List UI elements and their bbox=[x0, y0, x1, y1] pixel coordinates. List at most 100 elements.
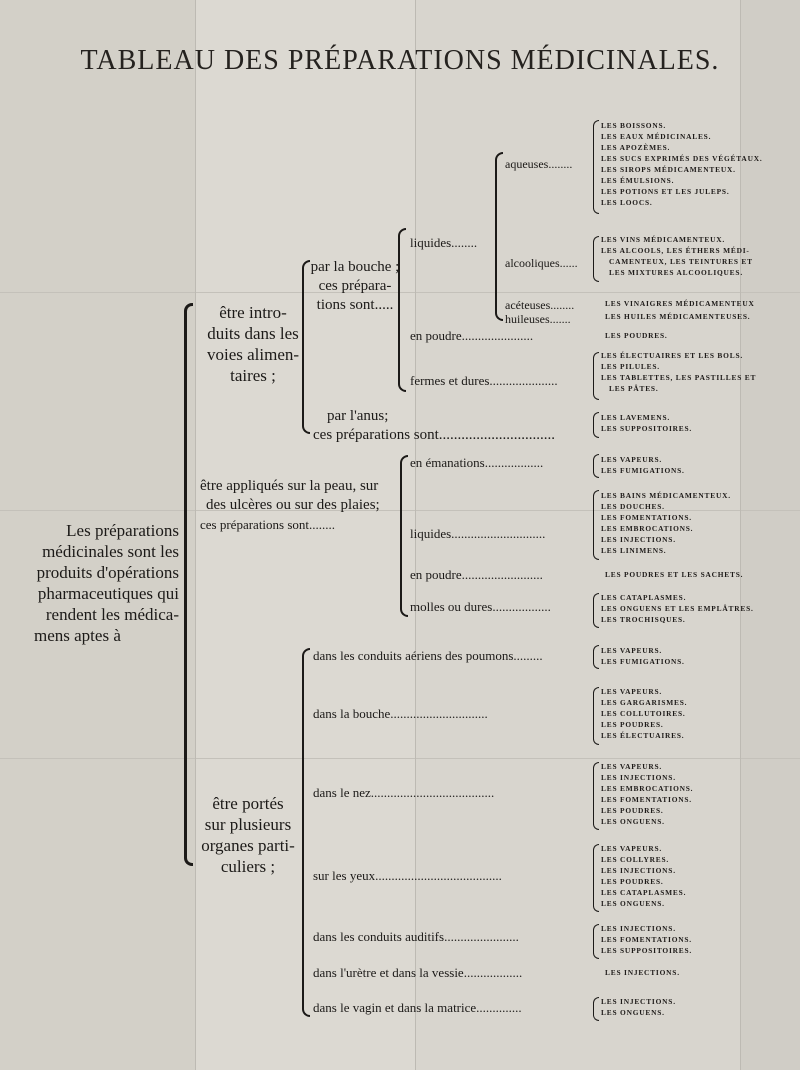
list-item: LES EMBROCATIONS. bbox=[601, 784, 694, 793]
bouche-brace bbox=[398, 228, 406, 392]
text-line: être appliqués sur la peau, sur bbox=[200, 478, 379, 494]
text-line: être portés bbox=[212, 794, 284, 813]
list-item: LES SUPPOSITOIRES. bbox=[601, 424, 693, 433]
b3-bouche-brace bbox=[593, 687, 599, 745]
list-item: LES FOMENTATIONS. bbox=[601, 513, 692, 522]
list-item: LES ÉMULSIONS. bbox=[601, 176, 675, 185]
list-item: LES COLLYRES. bbox=[601, 855, 670, 864]
list-item: LES TABLETTES, LES PASTILLES ET bbox=[601, 373, 757, 382]
list-item: LES POTIONS ET LES JULEPS. bbox=[601, 187, 730, 196]
yeux-label: sur les yeux............................… bbox=[313, 868, 502, 883]
fermes-brace bbox=[593, 352, 599, 400]
emanations-list: LES VAPEURS. LES FUMIGATIONS. bbox=[601, 454, 685, 476]
poumons-brace bbox=[593, 645, 599, 669]
list-item: LES INJECTIONS. bbox=[601, 773, 676, 782]
emanations-brace bbox=[593, 454, 599, 478]
list-item: CAMENTEUX, LES TEINTURES ET bbox=[609, 257, 753, 266]
text-line: culiers ; bbox=[220, 857, 276, 876]
uretre-item: LES INJECTIONS. bbox=[605, 968, 680, 977]
anus-label: par l'anus; ces préparations sont.......… bbox=[313, 407, 555, 445]
text-line: ces préparations sont........ bbox=[200, 517, 336, 532]
fermes-label: fermes et dures..................... bbox=[410, 373, 558, 388]
list-item: LES ONGUENS ET LES EMPLÂTRES. bbox=[601, 604, 754, 613]
liquides-label: liquides........ bbox=[410, 235, 478, 250]
list-item: LES VAPEURS. bbox=[601, 762, 663, 771]
text-line: ces préparations sont...................… bbox=[313, 427, 556, 443]
molles-list: LES CATAPLASMES. LES ONGUENS ET LES EMPL… bbox=[601, 592, 754, 625]
b3-bouche-list: LES VAPEURS. LES GARGARISMES. LES COLLUT… bbox=[601, 686, 687, 741]
fold-line bbox=[0, 292, 800, 293]
text-line: voies alimen- bbox=[206, 345, 300, 364]
list-item: LES VINS MÉDICAMENTEUX. bbox=[601, 235, 726, 244]
molles-brace bbox=[593, 593, 599, 628]
huileuses-item: LES HUILES MÉDICAMENTEUSES. bbox=[605, 312, 751, 321]
branch2-poudre-item: LES POUDRES ET LES SACHETS. bbox=[605, 570, 744, 579]
nez-brace bbox=[593, 762, 599, 830]
text-line: des ulcères ou sur des plaies; bbox=[206, 497, 380, 513]
uretre-label: dans l'urètre et dans la vessie.........… bbox=[313, 965, 523, 980]
list-item: LES VAPEURS. bbox=[601, 687, 663, 696]
fermes-list: LES ÉLECTUAIRES ET LES BOLS. LES PILULES… bbox=[601, 350, 756, 394]
branch2-brace bbox=[400, 455, 408, 617]
nez-list: LES VAPEURS. LES INJECTIONS. LES EMBROCA… bbox=[601, 761, 693, 827]
paper-panel-middle bbox=[195, 0, 415, 1070]
yeux-list: LES VAPEURS. LES COLLYRES. LES INJECTION… bbox=[601, 843, 686, 909]
vagin-list: LES INJECTIONS. LES ONGUENS. bbox=[601, 996, 676, 1018]
list-item: LES EMBROCATIONS. bbox=[601, 524, 694, 533]
vagin-label: dans le vagin et dans la matrice........… bbox=[313, 1000, 522, 1015]
text-line: tions sont..... bbox=[316, 297, 394, 313]
text-line: par la bouche ; bbox=[310, 259, 400, 275]
fold-line bbox=[195, 0, 196, 1070]
list-item: LES VAPEURS. bbox=[601, 844, 663, 853]
aqueuses-brace bbox=[593, 120, 599, 214]
list-item: LES COLLUTOIRES. bbox=[601, 709, 686, 718]
list-item: LES SUPPOSITOIRES. bbox=[601, 946, 693, 955]
fold-line bbox=[740, 0, 741, 1070]
list-item: LES POUDRES. bbox=[601, 806, 664, 815]
list-item: LES APOZÈMES. bbox=[601, 143, 671, 152]
alcooliques-label: alcooliques...... bbox=[505, 256, 578, 270]
list-item: LES LINIMENS. bbox=[601, 546, 667, 555]
branch3-label: être portés sur plusieurs organes parti-… bbox=[198, 793, 298, 877]
text-line: médicinales sont les bbox=[42, 542, 179, 561]
b3-bouche-label: dans la bouche..........................… bbox=[313, 706, 488, 721]
molles-label: molles ou dures.................. bbox=[410, 599, 551, 614]
text-line: pharmaceutiques qui bbox=[37, 584, 179, 603]
auditifs-brace bbox=[593, 924, 599, 959]
list-item: LES ÉLECTUAIRES. bbox=[601, 731, 685, 740]
branch3-brace bbox=[302, 648, 310, 1017]
list-item: LES ONGUENS. bbox=[601, 1008, 665, 1017]
branch2-liquides-list: LES BAINS MÉDICAMENTEUX. LES DOUCHES. LE… bbox=[601, 490, 731, 556]
text-line: Les préparations bbox=[66, 521, 179, 540]
anus-list: LES LAVEMENS. LES SUPPOSITOIRES. bbox=[601, 412, 692, 434]
list-item: LES FOMENTATIONS. bbox=[601, 935, 692, 944]
branch2-liquides-brace bbox=[593, 490, 599, 560]
list-item: LES INJECTIONS. bbox=[601, 866, 676, 875]
paper-panel-left bbox=[0, 0, 195, 1070]
page-title: TABLEAU DES PRÉPARATIONS MÉDICINALES. bbox=[80, 45, 720, 76]
list-item: LES VAPEURS. bbox=[601, 455, 663, 464]
alcooliques-list: LES VINS MÉDICAMENTEUX. LES ALCOOLS, LES… bbox=[601, 234, 753, 278]
text-line: par l'anus; bbox=[327, 408, 389, 424]
poumons-list: LES VAPEURS. LES FUMIGATIONS. bbox=[601, 645, 685, 667]
branch2-label: être appliqués sur la peau, sur des ulcè… bbox=[200, 477, 380, 534]
aqueuses-list: LES BOISSONS. LES EAUX MÉDICINALES. LES … bbox=[601, 120, 763, 208]
list-item: LES ONGUENS. bbox=[601, 817, 665, 826]
text-line: sur plusieurs bbox=[204, 815, 292, 834]
paper-panel-far-right bbox=[740, 0, 800, 1070]
aqueuses-label: aqueuses........ bbox=[505, 157, 573, 171]
list-item: LES CATAPLASMES. bbox=[601, 888, 687, 897]
list-item: LES LOOCS. bbox=[601, 198, 653, 207]
branch1-brace bbox=[302, 260, 310, 434]
text-line: être intro- bbox=[219, 303, 287, 322]
paper-panel-right bbox=[415, 0, 740, 1070]
list-item: LES BAINS MÉDICAMENTEUX. bbox=[601, 491, 731, 500]
poumons-label: dans les conduits aériens des poumons...… bbox=[313, 648, 543, 663]
fold-line bbox=[415, 0, 416, 1070]
text-line: mens aptes à bbox=[34, 626, 121, 645]
bouche-label: par la bouche ; ces prépara- tions sont.… bbox=[310, 258, 400, 315]
list-item: LES MIXTURES ALCOOLIQUES. bbox=[609, 268, 743, 277]
list-item: LES ÉLECTUAIRES ET LES BOLS. bbox=[601, 351, 744, 360]
text-line: rendent les médica- bbox=[45, 605, 179, 624]
list-item: LES VAPEURS. bbox=[601, 646, 663, 655]
